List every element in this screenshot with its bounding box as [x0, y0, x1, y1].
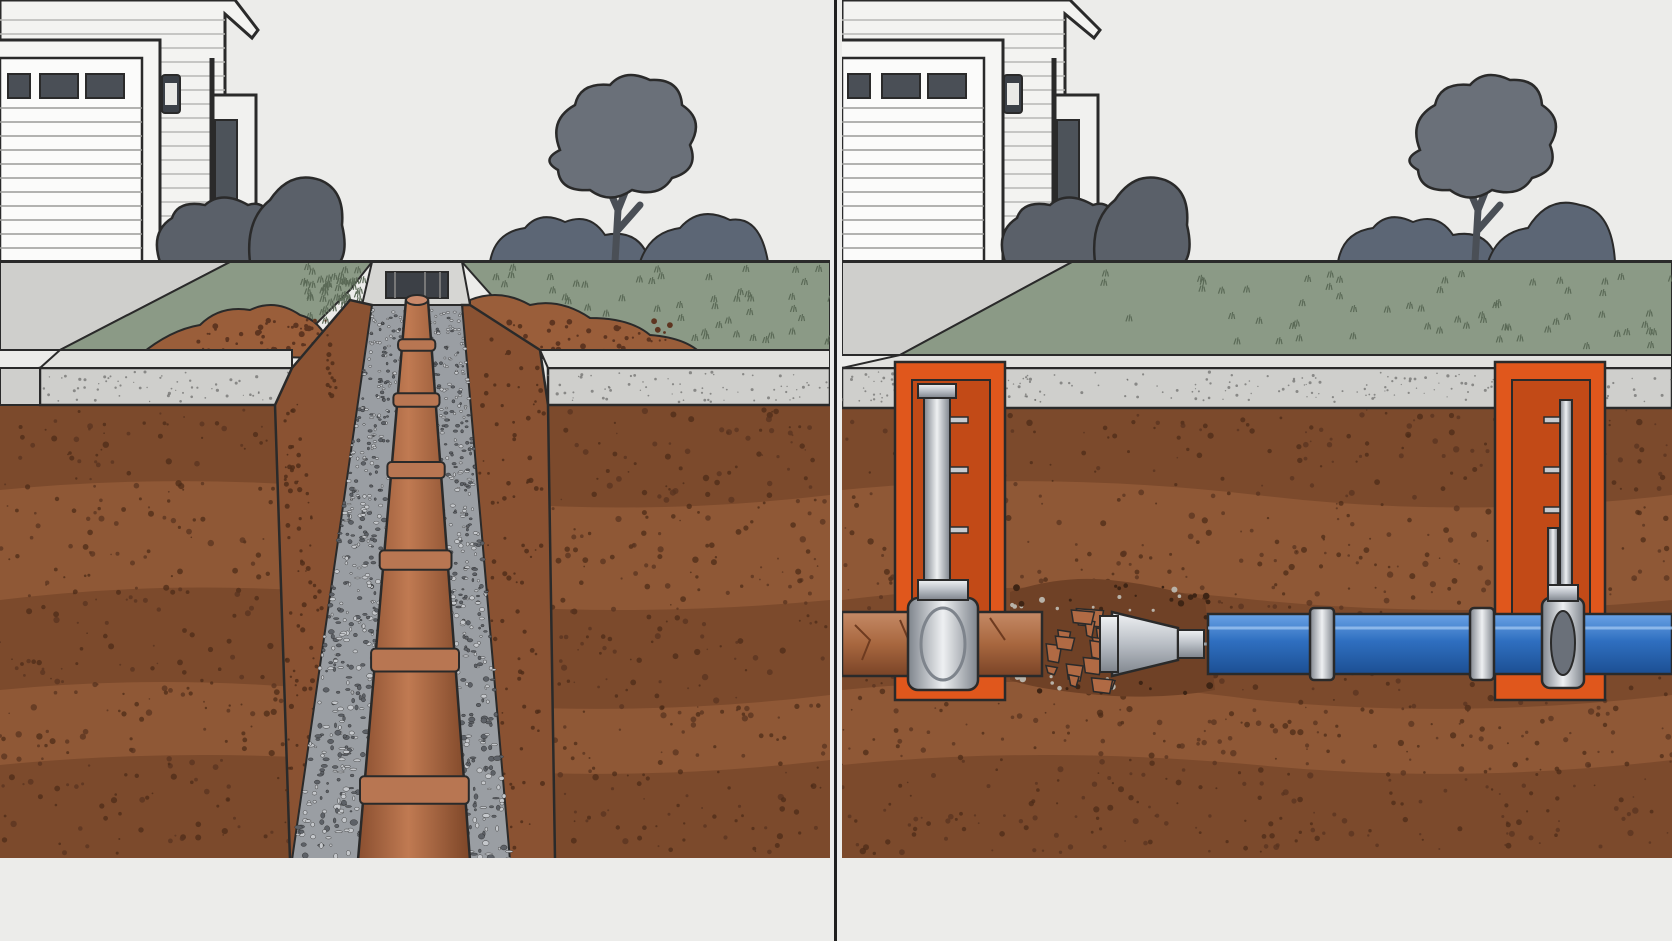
wall-lamp-icon [161, 74, 181, 114]
wall-lamp-icon [1003, 74, 1023, 114]
shrub-icon [1336, 201, 1617, 263]
sidewalk-slab-right-top [538, 349, 830, 369]
soil-layer [842, 682, 1672, 774]
soil-layer [842, 481, 1672, 610]
shrub-icon [488, 213, 770, 263]
left-panel-open-trench [0, 0, 830, 941]
new-hdpe-pipe [1206, 612, 1672, 676]
pipe-coupling-icon [1308, 606, 1496, 682]
excavated-dirt-pile-left [137, 304, 331, 360]
tree-icon [1408, 73, 1558, 266]
house-icon [842, 0, 1102, 267]
shrub-icon [1000, 176, 1191, 264]
sidewalk-slab-left-top [37, 349, 293, 369]
panel-divider [834, 0, 837, 941]
house-icon [0, 0, 260, 267]
right-panel-pipe-bursting [842, 0, 1672, 941]
lawn [899, 261, 1672, 356]
sidewalk-slab-top [842, 354, 1672, 369]
clay-pipe-open-trench [356, 294, 472, 858]
pulling-rod [923, 394, 951, 586]
garage-door-icon [0, 56, 144, 267]
winch-rod [1559, 399, 1573, 611]
garage-door-icon [842, 56, 986, 267]
exit-pit-pulley-icon [1540, 584, 1586, 690]
tree-icon [548, 73, 698, 266]
shrub-icon [155, 176, 346, 264]
bottom-margin [0, 858, 830, 941]
insertion-pit-sheave-icon [906, 579, 980, 692]
bottom-margin [842, 858, 1672, 941]
sidewalk-edge [0, 367, 41, 406]
